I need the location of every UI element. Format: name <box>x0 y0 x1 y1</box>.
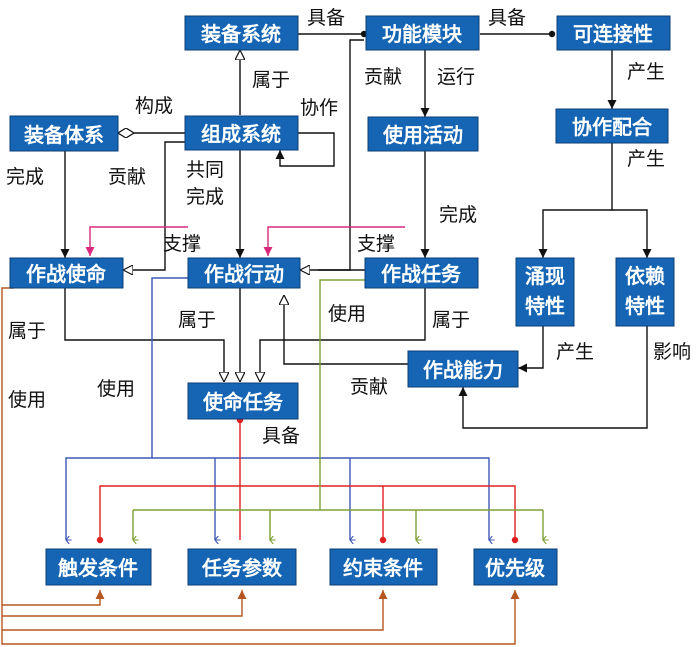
label-compose: 构成 <box>135 95 173 117</box>
label-contribute-2: 贡献 <box>108 166 146 188</box>
svg-text:协作配合: 协作配合 <box>572 115 653 139</box>
label-support-2: 支撑 <box>357 233 395 255</box>
edge-mission-to-mission-task <box>64 288 224 382</box>
svg-text:触发条件: 触发条件 <box>58 556 138 580</box>
node-equipment-architecture: 装备体系 <box>9 115 119 152</box>
dependency-line-1: 依赖 <box>625 264 665 288</box>
edge-labels: 具备 具备 属于 贡献 运行 产生 构成 协作 完成 贡献 共同 完成 产生 完… <box>6 7 691 447</box>
node-trigger-condition: 触发条件 <box>45 548 152 586</box>
edge-coordination-split <box>538 143 613 258</box>
label-jointly-line-2: 完成 <box>186 186 224 208</box>
edge-orange-trigger <box>2 590 105 606</box>
node-usage-activity: 使用活动 <box>367 116 479 152</box>
svg-text:组成系统: 组成系统 <box>201 122 281 146</box>
label-possess-2: 具备 <box>488 7 526 29</box>
label-complete-2: 完成 <box>439 204 477 226</box>
svg-text:作战能力: 作战能力 <box>423 358 503 382</box>
edge-capability-to-action <box>284 295 408 365</box>
node-function-module: 功能模块 <box>365 15 480 51</box>
svg-text:可连接性: 可连接性 <box>573 22 653 46</box>
svg-text:使命任务: 使命任务 <box>202 390 284 414</box>
label-support-1: 支撑 <box>163 233 201 255</box>
svg-text:作战使命: 作战使命 <box>26 262 107 286</box>
node-connectivity: 可连接性 <box>556 15 671 51</box>
label-influence: 影响 <box>653 341 691 363</box>
svg-text:作战行动: 作战行动 <box>204 262 284 286</box>
edge-dependency-to-capability <box>458 326 648 429</box>
node-task-parameters: 任务参数 <box>187 548 297 586</box>
edge-coordination-to-dependency <box>612 209 652 258</box>
node-combat-capability: 作战能力 <box>407 350 519 388</box>
node-combat-task: 作战任务 <box>364 257 479 289</box>
node-emergent-property: 涌现 特性 <box>515 257 575 327</box>
label-use-3: 使用 <box>8 389 46 411</box>
svg-text:使用活动: 使用活动 <box>382 123 463 147</box>
label-produce-1: 产生 <box>627 61 665 83</box>
label-use-2: 使用 <box>97 378 135 400</box>
node-constraints: 约束条件 <box>329 548 438 586</box>
edge-function-contribute-action <box>300 39 364 270</box>
label-produce-2: 产生 <box>627 148 665 170</box>
node-coordination: 协作配合 <box>555 108 669 144</box>
emergent-line-1: 涌现 <box>525 264 565 288</box>
label-possess-1: 具备 <box>307 7 345 29</box>
label-produce-3: 产生 <box>556 341 594 363</box>
dependency-line-2: 特性 <box>625 294 665 318</box>
label-complete-1: 完成 <box>6 166 44 188</box>
label-possess-3: 具备 <box>262 425 300 447</box>
node-combat-mission: 作战使命 <box>9 257 124 289</box>
label-contribute-1: 贡献 <box>364 66 402 88</box>
edge-emergent-to-capability <box>518 326 544 373</box>
node-dependency-property: 依赖 特性 <box>615 257 675 327</box>
label-run: 运行 <box>437 66 475 88</box>
edge-support-1 <box>85 226 188 256</box>
edge-blue-trunk <box>66 277 188 540</box>
edge-task-to-mission-task <box>260 288 426 382</box>
svg-text:装备系统: 装备系统 <box>200 22 281 46</box>
edge-orange-trunk <box>1 287 520 645</box>
label-belongs-3: 属于 <box>178 309 216 331</box>
edge-blue-constraints <box>152 457 489 540</box>
node-priority: 优先级 <box>473 548 558 586</box>
connectors <box>1 30 652 645</box>
label-contribute-3: 贡献 <box>350 376 388 398</box>
edge-green-trunk <box>319 279 365 510</box>
label-jointly-line-1: 共同 <box>186 159 224 181</box>
edge-composite-cooperate-loop <box>275 132 335 167</box>
node-equipment-system: 装备系统 <box>184 15 299 51</box>
svg-text:功能模块: 功能模块 <box>382 22 463 46</box>
svg-text:约束条件: 约束条件 <box>343 556 423 580</box>
edge-support-2 <box>263 226 405 256</box>
svg-text:装备体系: 装备体系 <box>23 123 104 147</box>
nodes: 装备系统 功能模块 可连接性 装备体系 组成系统 使用活动 协作配合 作战使命 … <box>9 15 675 586</box>
node-mission-task: 使命任务 <box>187 382 299 420</box>
edge-composite-contribute-mission <box>123 141 185 270</box>
node-composite-system: 组成系统 <box>184 115 299 151</box>
edge-orange-constraints <box>2 590 388 631</box>
node-combat-action: 作战行动 <box>187 257 301 289</box>
svg-text:优先级: 优先级 <box>485 556 545 580</box>
label-cooperate: 协作 <box>300 97 338 119</box>
label-belongs-2: 属于 <box>8 320 46 342</box>
label-belongs-4: 属于 <box>432 309 470 331</box>
svg-text:任务参数: 任务参数 <box>201 556 283 580</box>
label-belongs-1: 属于 <box>252 69 290 91</box>
svg-text:作战任务: 作战任务 <box>381 262 462 286</box>
emergent-line-2: 特性 <box>525 294 565 318</box>
edge-red-bus <box>96 485 519 544</box>
edge-orange-params <box>2 590 247 617</box>
label-use-1: 使用 <box>328 303 366 325</box>
